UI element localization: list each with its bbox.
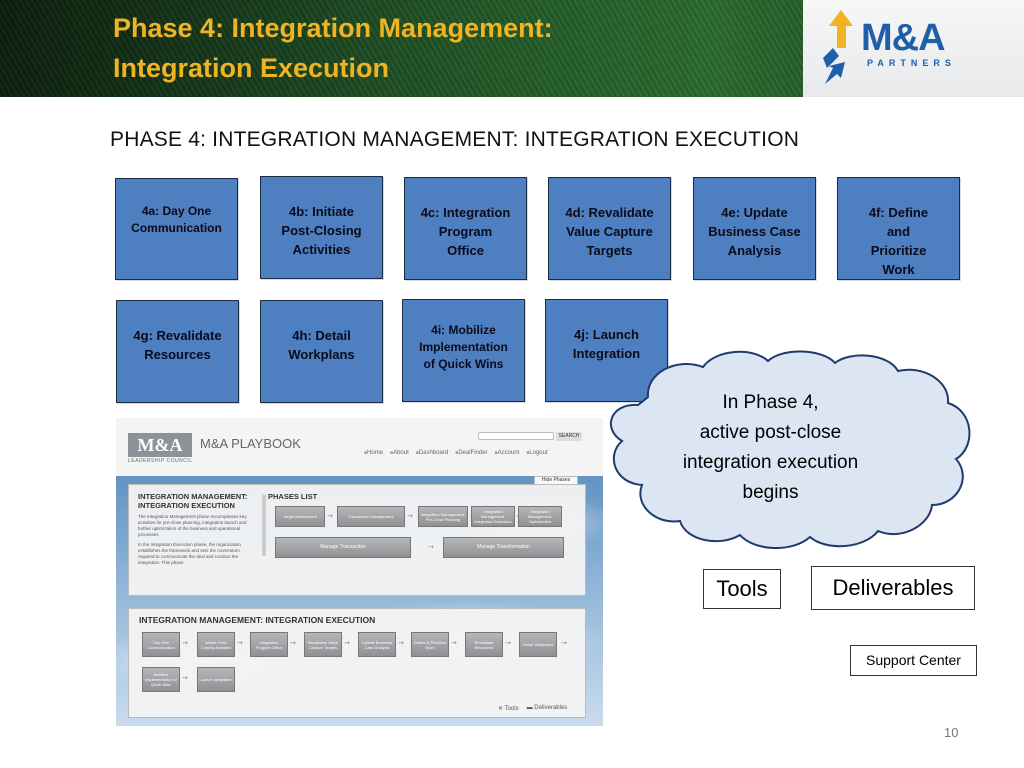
step-4d[interactable]: 4d: Revalidate Value Capture Targets: [548, 177, 671, 280]
step-label: 4j: Launch Integration: [572, 327, 641, 361]
step-box[interactable]: Revalidate Value Capture Targets: [304, 632, 342, 657]
step-4c[interactable]: 4c: Integration Program Office: [404, 177, 527, 280]
step-box[interactable]: Revalidate Resources: [465, 632, 503, 657]
nav-dealfinder[interactable]: DealFinder: [455, 450, 487, 456]
panel1-title: INTEGRATION MANAGEMENT: INTEGRATION EXEC…: [138, 492, 248, 510]
arrow-icon: →: [290, 639, 296, 647]
arrow-icon: →: [237, 639, 243, 647]
step-label: 4e: Update Business Case Analysis: [708, 205, 801, 258]
phase-box[interactable]: Integration Management: Optimization: [518, 506, 562, 527]
step-label: 4i: Mobilize Implementation of Quick Win…: [419, 323, 508, 371]
phases-list-label: PHASES LIST: [268, 492, 318, 501]
company-logo: M&A PARTNERS: [803, 0, 1024, 97]
nav-home[interactable]: Home: [364, 450, 383, 456]
arrow-icon: →: [505, 639, 511, 647]
phase-box[interactable]: Transaction Management: [337, 506, 405, 527]
tools-button[interactable]: Tools: [703, 569, 781, 609]
step-4a[interactable]: 4a: Day One Communication: [115, 178, 238, 280]
deliverables-button[interactable]: Deliverables: [811, 566, 975, 610]
step-box[interactable]: Initiate Post-Closing Activities: [197, 632, 235, 657]
nav-dashboard[interactable]: Dashboard: [416, 450, 448, 456]
playbook-logo: M&A: [128, 433, 192, 457]
step-label: 4g: Revalidate Resources: [133, 328, 222, 362]
step-box[interactable]: Update Business Case Analysis: [358, 632, 396, 657]
page-number: 10: [944, 725, 959, 740]
arrow-icon: →: [407, 512, 413, 520]
step-label: 4c: Integration Program Office: [420, 205, 511, 258]
logo-arrows-icon: [823, 10, 853, 84]
step-4g[interactable]: 4g: Revalidate Resources: [116, 300, 239, 403]
phase-box[interactable]: Integration Management: Integration Exec…: [471, 506, 515, 527]
playbook-search-input[interactable]: [478, 432, 554, 440]
step-4e[interactable]: 4e: Update Business Case Analysis: [693, 177, 816, 280]
step-label: 4b: Initiate Post-Closing Activities: [281, 204, 362, 257]
arrow-icon: →: [428, 543, 434, 551]
step-4j[interactable]: 4j: Launch Integration: [545, 299, 668, 402]
playbook-topbar: M&A LEADERSHIP COUNCIL M&A PLAYBOOK SEAR…: [116, 418, 603, 476]
arrow-icon: →: [344, 639, 350, 647]
panel2-title: INTEGRATION MANAGEMENT: INTEGRATION EXEC…: [139, 615, 376, 625]
panel1-scrollbar[interactable]: [262, 494, 266, 556]
playbook-council: LEADERSHIP COUNCIL: [128, 458, 193, 464]
panel1-paragraph: The Integration Management phase encompa…: [138, 514, 247, 537]
playbook-search-button[interactable]: SEARCH: [556, 432, 582, 441]
panel1-paragraph: In the Integration Execution phase, the …: [138, 542, 241, 565]
logo-subtitle: PARTNERS: [867, 58, 956, 68]
phase-box[interactable]: Manage Transaction: [275, 537, 411, 558]
phase-box[interactable]: Manage Transformation: [443, 537, 564, 558]
playbook-title: M&A PLAYBOOK: [200, 436, 301, 451]
footer-deliverables-label: Deliverables: [534, 705, 568, 711]
playbook-nav: Home About Dashboard DealFinder Account …: [364, 450, 548, 456]
step-label: 4d: Revalidate Value Capture Targets: [565, 205, 654, 258]
nav-about[interactable]: About: [390, 450, 409, 456]
footer-tools-label: Tools: [504, 706, 519, 712]
logo-text: M&A: [861, 17, 946, 59]
step-box[interactable]: Launch Integration: [197, 667, 235, 692]
steps-panel: [128, 608, 586, 718]
slide-title-line1: Phase 4: Integration Management:: [113, 13, 553, 43]
arrow-icon: →: [451, 639, 457, 647]
nav-logout[interactable]: Logout: [526, 450, 547, 456]
slide-title: Phase 4: Integration Management: Integra…: [113, 8, 753, 88]
header-banner: Phase 4: Integration Management: Integra…: [0, 0, 1024, 97]
cloud-callout: [610, 350, 971, 549]
phase-box[interactable]: Integration Management: Pre-Close Planni…: [418, 506, 468, 527]
step-4i[interactable]: 4i: Mobilize Implementation of Quick Win…: [402, 299, 525, 402]
footer-tools-link[interactable]: ✕ Tools: [498, 705, 519, 712]
nav-account[interactable]: Account: [495, 450, 520, 456]
phase-box[interactable]: Target Assessment: [275, 506, 325, 527]
step-box[interactable]: Mobilize Implementation of Quick Wins: [142, 667, 180, 692]
step-label: 4f: Define and Prioritize Work: [868, 205, 929, 277]
step-4h[interactable]: 4h: Detail Workplans: [260, 300, 383, 403]
step-box[interactable]: Day One Communication: [142, 632, 180, 657]
step-4b[interactable]: 4b: Initiate Post-Closing Activities: [260, 176, 383, 279]
tools-icon: ✕: [498, 706, 505, 712]
footer-deliverables-link[interactable]: ▬ Deliverables: [527, 705, 568, 712]
arrow-icon: →: [327, 512, 333, 520]
panel2-footer: ✕ Tools ▬ Deliverables: [498, 705, 567, 712]
playbook-screenshot: M&A LEADERSHIP COUNCIL M&A PLAYBOOK SEAR…: [116, 418, 603, 726]
cloud-text: In Phase 4, active post-close integratio…: [682, 392, 859, 503]
panel1-body: The Integration Management phase encompa…: [138, 514, 256, 570]
step-box[interactable]: Integration Program Office: [250, 632, 288, 657]
step-label: 4a: Day One Communication: [131, 204, 222, 235]
arrow-icon: →: [182, 674, 188, 682]
arrow-icon: →: [561, 639, 567, 647]
deliverables-icon: ▬: [526, 705, 535, 711]
step-box[interactable]: Detail Workplans: [519, 632, 557, 657]
step-4f[interactable]: 4f: Define and Prioritize Work: [837, 177, 960, 280]
slide-heading: PHASE 4: INTEGRATION MANAGEMENT: INTEGRA…: [110, 128, 800, 151]
arrow-icon: →: [398, 639, 404, 647]
arrow-icon: →: [182, 639, 188, 647]
support-center-button[interactable]: Support Center: [850, 645, 977, 676]
step-box[interactable]: Define & Prioritize Work: [411, 632, 449, 657]
step-label: 4h: Detail Workplans: [288, 328, 355, 362]
slide-title-line2: Integration Execution: [113, 53, 390, 83]
